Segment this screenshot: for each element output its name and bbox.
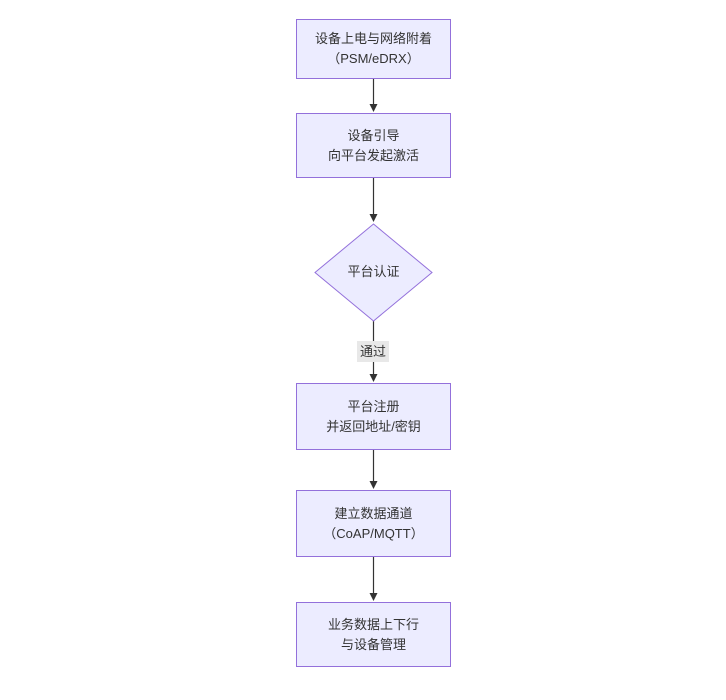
edge-bootstrap-to-auth	[369, 178, 378, 222]
node-label-line: 建立数据通道	[334, 505, 413, 521]
node-label-line: 与设备管理	[340, 636, 406, 652]
arrowhead-icon	[369, 214, 378, 222]
edge-register-to-channel	[369, 450, 378, 489]
arrowhead-icon	[369, 593, 378, 601]
arrowhead-icon	[369, 104, 378, 112]
node-label-line: （CoAP/MQTT）	[323, 525, 424, 541]
node-label-line: 并返回地址/密钥	[326, 418, 421, 434]
edge-label-pass: 通过	[356, 341, 390, 362]
node-label-line: 设备上电与网络附着	[314, 31, 432, 46]
node-label-line: 设备引导	[347, 127, 400, 143]
edge-power-to-bootstrap	[369, 79, 378, 112]
node-data-channel: 建立数据通道 （CoAP/MQTT）	[296, 490, 451, 557]
edge-channel-to-business	[369, 557, 378, 601]
arrowhead-icon	[369, 481, 378, 489]
node-label-line: （PSM/eDRX）	[327, 51, 420, 66]
decision-diamond	[314, 223, 433, 322]
node-bootstrap: 设备引导 向平台发起激活	[296, 113, 451, 178]
arrowhead-icon	[369, 374, 378, 382]
node-label-line: 向平台发起激活	[327, 147, 419, 163]
node-label-line: 业务数据上下行	[327, 616, 419, 632]
node-label-line: 平台注册	[347, 398, 400, 414]
node-power-attach: 设备上电与网络附着 （PSM/eDRX）	[296, 19, 451, 79]
node-business: 业务数据上下行 与设备管理	[296, 602, 451, 667]
node-register: 平台注册 并返回地址/密钥	[296, 383, 451, 450]
decision-label: 平台认证	[347, 264, 400, 279]
